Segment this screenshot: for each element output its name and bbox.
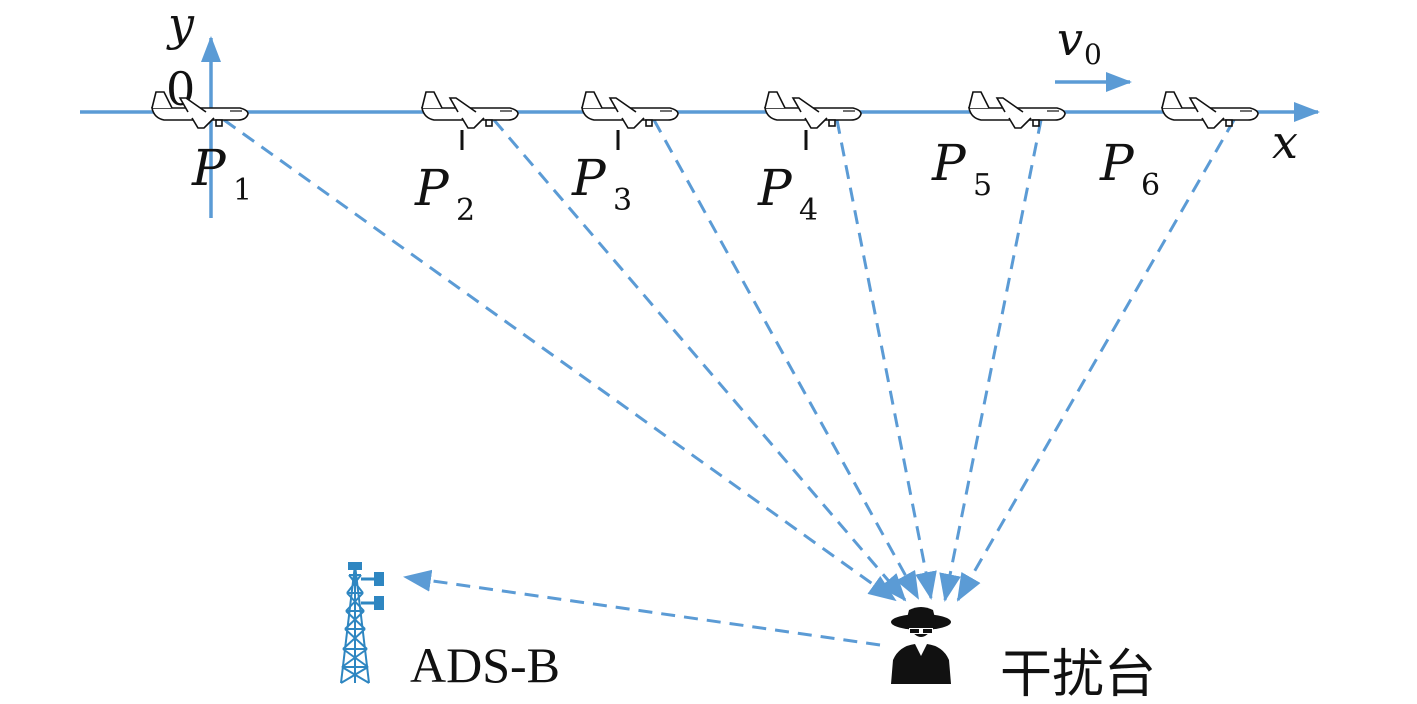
aircraft-icon — [968, 91, 1066, 129]
signal-link-p5 — [939, 119, 1043, 602]
velocity-symbol: v — [1057, 12, 1083, 66]
velocity-subscript: 0 — [1084, 38, 1102, 71]
velocity-indicator: v 0 — [1055, 12, 1132, 92]
jammer-label: 干扰台 — [1000, 645, 1156, 704]
aircraft-label-index: 1 — [233, 173, 252, 208]
aircraft-icon — [764, 91, 862, 129]
signal-link-p2 — [492, 119, 907, 602]
signal-link-p1 — [223, 118, 897, 602]
aircraft-label-index: 3 — [613, 183, 632, 218]
x-axis-label: x — [1272, 115, 1298, 169]
signal-link-p6 — [956, 119, 1236, 602]
adsb-station-label: ADS-B — [410, 637, 560, 693]
aircraft-label-index: 5 — [973, 168, 992, 203]
aircraft-icon — [581, 91, 679, 129]
aircraft-label-index: 2 — [456, 193, 475, 228]
aircraft-label-symbol: P — [757, 159, 793, 217]
aircraft-icon — [1161, 91, 1259, 129]
spy-person-icon — [891, 607, 951, 684]
signal-link-adsb — [403, 569, 881, 647]
aircraft-label-symbol: P — [191, 139, 227, 197]
radio-tower-icon — [340, 562, 384, 684]
y-axis-label: y — [166, 0, 195, 51]
aircraft-label-symbol: P — [931, 134, 967, 192]
aircraft-label-symbol: P — [1099, 134, 1135, 192]
aircraft-icon — [421, 91, 519, 129]
aircraft-label-index: 4 — [799, 193, 818, 228]
aircraft-group — [151, 91, 1259, 129]
aircraft-icon — [151, 91, 249, 129]
signal-link-p4 — [835, 119, 937, 600]
aircraft-label-symbol: P — [571, 149, 607, 207]
aircraft-label-symbol: P — [414, 159, 450, 217]
signal-links — [223, 118, 1236, 647]
aircraft-label-index: 6 — [1141, 168, 1160, 203]
